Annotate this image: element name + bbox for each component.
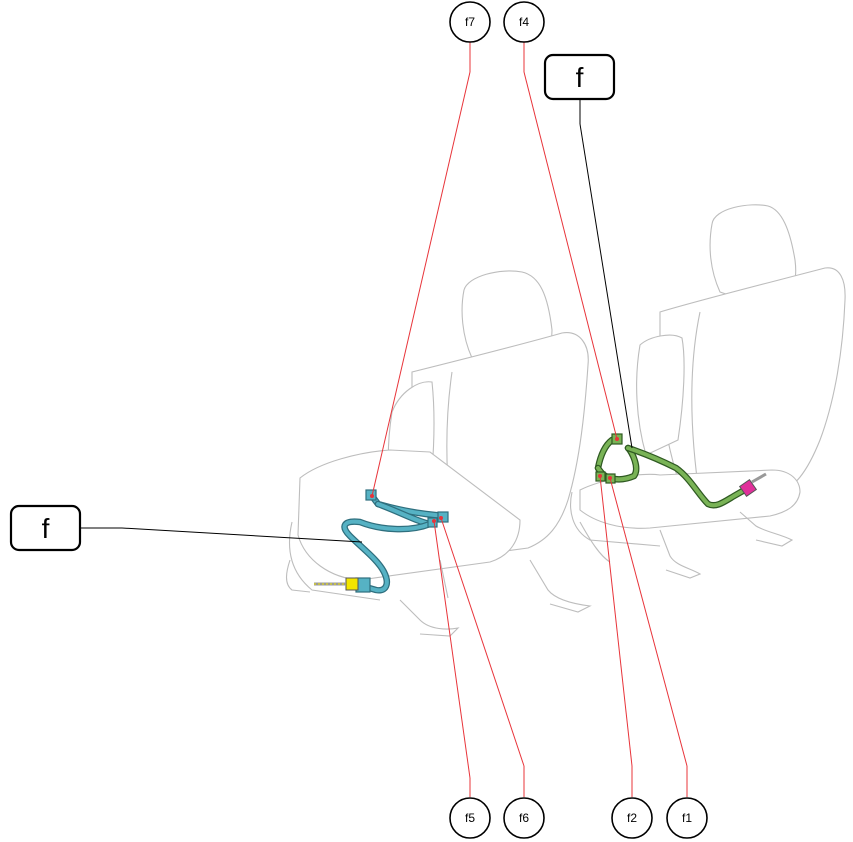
- callout-label: f4: [519, 15, 529, 29]
- callout-f7[interactable]: f7: [449, 1, 491, 43]
- box-label: f: [576, 62, 584, 93]
- label-box-f-top[interactable]: f: [543, 53, 616, 101]
- callout-f4[interactable]: f4: [503, 1, 545, 43]
- left-seat-harness: [314, 489, 449, 594]
- callout-f5[interactable]: f5: [449, 797, 491, 839]
- right-seat-harness: [594, 433, 767, 509]
- connector-f6: [437, 511, 449, 523]
- connector-yellow: [345, 577, 359, 591]
- label-box-f-left[interactable]: f: [9, 504, 82, 552]
- left-seat: [285, 270, 592, 637]
- callout-f2[interactable]: f2: [611, 797, 653, 839]
- callout-label: f5: [465, 811, 475, 825]
- callout-f1[interactable]: f1: [666, 797, 708, 839]
- callout-label: f7: [465, 15, 475, 29]
- right-seat: [570, 204, 846, 579]
- box-label: f: [42, 513, 50, 544]
- callout-label: f2: [627, 811, 637, 825]
- connector-pink: [738, 478, 758, 498]
- connector-f5: [427, 517, 438, 528]
- callout-f6[interactable]: f6: [503, 797, 545, 839]
- leader-lines: [80, 42, 688, 797]
- callout-label: f6: [519, 811, 529, 825]
- callout-label: f1: [682, 811, 692, 825]
